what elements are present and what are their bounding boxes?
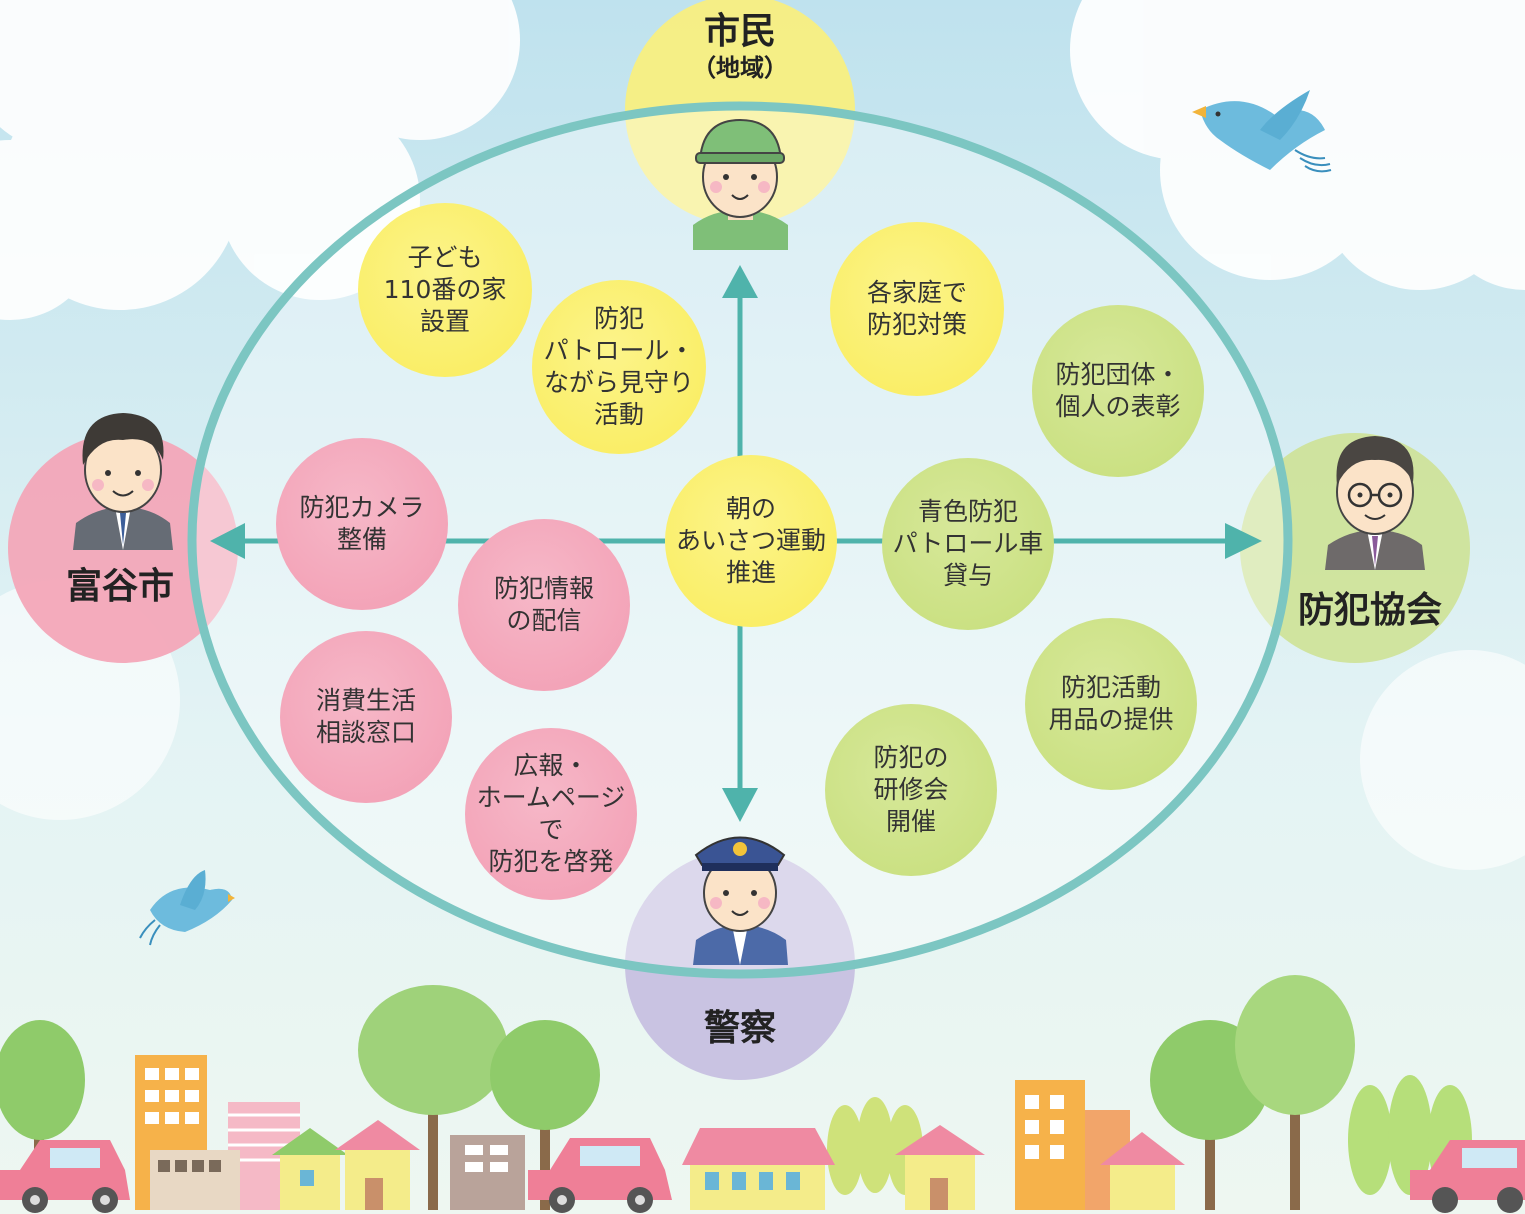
car-icon	[528, 1138, 672, 1213]
building-icon	[150, 1150, 240, 1210]
house-icon	[1100, 1132, 1185, 1210]
tree-icon	[1235, 975, 1355, 1210]
building-icon	[450, 1135, 525, 1210]
house-icon	[272, 1128, 348, 1210]
activity-info-delivery: 防犯情報の配信	[458, 519, 630, 691]
city-label: 富谷市	[65, 566, 174, 607]
activity-supplies: 防犯活動用品の提供	[1025, 618, 1197, 790]
citizens-circle	[625, 0, 855, 225]
association-label: 防犯協会	[1297, 590, 1442, 631]
tree-icon	[490, 1020, 600, 1210]
activity-consumer-consult: 消費生活相談窓口	[280, 631, 452, 803]
activity-pr-homepage: 広報・ホームページで防犯を啓発	[465, 728, 637, 900]
citizens-label: 市民	[703, 11, 776, 52]
building-icon	[1015, 1080, 1085, 1210]
tree-icon	[358, 985, 508, 1210]
activity-camera: 防犯カメラ整備	[276, 438, 448, 610]
city-person-icon	[73, 413, 173, 550]
house-icon	[895, 1125, 985, 1210]
association-person-icon	[1325, 436, 1425, 570]
police-label: 警察	[703, 1008, 776, 1049]
car-icon	[1410, 1140, 1525, 1213]
bird-icon	[1192, 90, 1332, 173]
bird-icon	[139, 870, 235, 946]
town-scene	[0, 975, 1525, 1213]
house-icon	[335, 1120, 420, 1210]
activity-home-security: 各家庭で防犯対策	[830, 222, 1004, 396]
activity-training: 防犯の研修会開催	[825, 704, 997, 876]
house-icon	[682, 1128, 835, 1210]
activity-blue-patrol-car: 青色防犯パトロール車貸与	[882, 458, 1054, 630]
citizen-person-icon	[693, 118, 788, 250]
police-person-icon	[693, 836, 788, 965]
citizens-sublabel: （地域）	[692, 54, 788, 82]
center-greeting-campaign: 朝のあいさつ運動推進	[665, 455, 837, 627]
activity-patrol: 防犯パトロール・ながら見守り活動	[532, 280, 706, 454]
car-icon	[0, 1140, 130, 1213]
activity-award: 防犯団体・個人の表彰	[1032, 305, 1204, 477]
